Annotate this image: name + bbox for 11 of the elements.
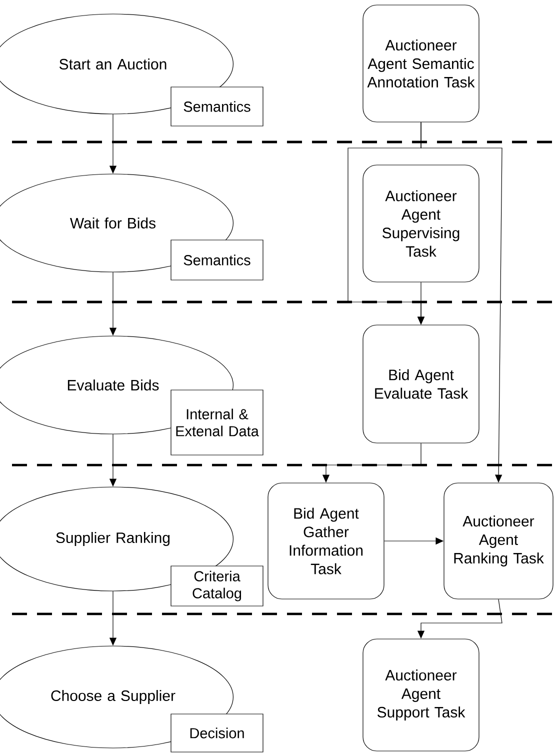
data-box: Semantics [170, 240, 264, 280]
task-box: Auctioneer Agent Supervising Task [362, 164, 480, 282]
data-box: Criteria Catalog [170, 566, 264, 606]
task-box: Auctioneer Agent Support Task [362, 638, 480, 752]
task-box: Bid Agent Evaluate Task [362, 324, 480, 444]
task-box: Bid Agent Gather Information Task [268, 482, 384, 600]
data-box: Semantics [170, 86, 264, 126]
task-box: Auctioneer Agent Semantic Annotation Task [362, 4, 480, 122]
data-box: Decision [170, 714, 264, 752]
task-box: Auctioneer Agent Ranking Task [444, 482, 554, 600]
data-box: Internal & Extenal Data [170, 390, 264, 456]
